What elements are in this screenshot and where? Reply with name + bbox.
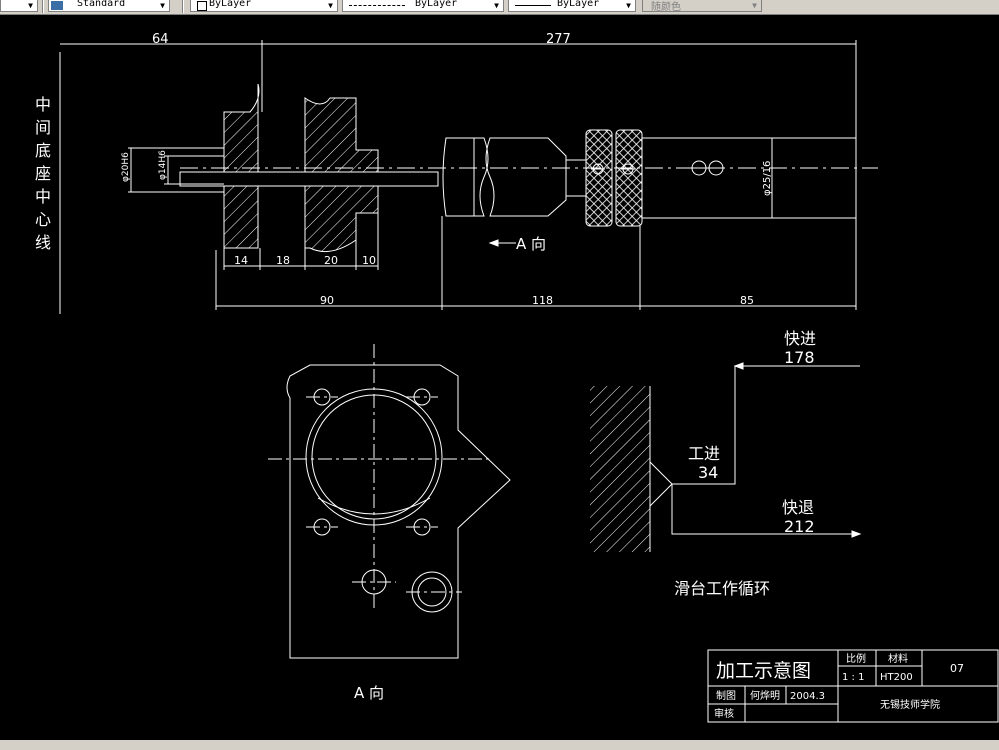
material-value: HT200 (880, 672, 913, 683)
work-value: 34 (698, 463, 718, 482)
textstyle-icon (51, 1, 63, 10)
properties-toolbar: ▼ Standard ▼ ByLayer ▼ ByLayer ▼ ByLayer… (0, 0, 999, 15)
fast-in-label: 快进 (784, 329, 816, 348)
dim-top-left: 64 (152, 32, 169, 47)
dim-bottom-2: 118 (532, 294, 553, 307)
scale-value: 1 : 1 (842, 672, 864, 683)
centerline-label-char: 中 (35, 187, 51, 206)
drawn-by: 何烨明 (750, 689, 780, 702)
a-view-centerlines (268, 344, 490, 610)
sheet-number: 07 (950, 662, 964, 675)
dimension-lines-small (223, 213, 379, 270)
tool-bar (179, 171, 439, 187)
chevron-down-icon: ▼ (160, 1, 165, 10)
dim-small-2: 18 (276, 254, 290, 267)
drawn-label: 制图 (716, 689, 736, 702)
chevron-down-icon: ▼ (752, 1, 757, 10)
linetype-sample-icon (349, 5, 405, 6)
view-arrow-label: A 向 (516, 235, 546, 253)
chevron-down-icon: ▼ (28, 1, 33, 10)
a-view-housing (286, 364, 511, 659)
cycle-path (649, 362, 862, 538)
dimension-lines-bottom (215, 216, 857, 310)
linetype-value: ByLayer (415, 0, 458, 9)
centerline-label-char: 底 (35, 141, 51, 160)
centerline-label-char: 座 (35, 164, 51, 183)
dim-bottom-1: 90 (320, 294, 334, 307)
dimension-lines-top (60, 40, 857, 138)
dim-small-4: 10 (362, 254, 376, 267)
toolbar-separator (182, 0, 184, 13)
workpiece-hatch (590, 386, 651, 552)
toolbar-separator (42, 0, 44, 13)
dim-top-right: 277 (546, 32, 571, 47)
view-arrow (488, 239, 516, 247)
centerline-label-char: 线 (35, 233, 51, 252)
dim-small-1: 14 (234, 254, 248, 267)
material-header: 材料 (888, 652, 908, 665)
cycle-caption: 滑台工作循环 (674, 579, 770, 598)
lineweight-dropdown[interactable]: ByLayer ▼ (508, 0, 636, 12)
fast-back-value: 212 (784, 517, 815, 536)
layer-dropdown[interactable]: ByLayer ▼ (190, 0, 338, 12)
fast-back-label: 快退 (782, 498, 814, 517)
school-name: 无锡技师学院 (880, 698, 940, 711)
status-bar (0, 740, 999, 750)
dim-d20: φ20H6 (121, 152, 131, 182)
dim-small-3: 20 (324, 254, 338, 267)
previous-dropdown[interactable]: ▼ (0, 0, 38, 12)
drawing-canvas[interactable]: 64 277 14 18 20 10 90 118 85 φ20H6 φ14H6… (0, 14, 999, 740)
plotstyle-value: 随颜色 (651, 2, 681, 12)
review-label: 审核 (714, 707, 734, 720)
dim-bottom-3: 85 (740, 294, 754, 307)
plotstyle-dropdown[interactable]: 随颜色 ▼ (642, 0, 762, 12)
spindle-holder (442, 129, 857, 227)
fast-in-value: 178 (784, 348, 815, 367)
lineweight-value: ByLayer (557, 0, 600, 9)
drawn-date: 2004.3 (790, 691, 825, 702)
textstyle-value: Standard (77, 0, 126, 9)
centerline-label-char: 间 (35, 118, 51, 137)
centerline-label-char: 中 (35, 95, 51, 114)
textstyle-dropdown[interactable]: Standard ▼ (48, 0, 170, 12)
layer-value: ByLayer (209, 0, 252, 9)
dim-d14: φ14H6 (158, 150, 168, 180)
color-swatch-icon (197, 1, 207, 11)
fixture-plate-left (223, 83, 260, 249)
work-label: 工进 (688, 444, 720, 463)
title-block-title: 加工示意图 (716, 660, 811, 682)
chevron-down-icon: ▼ (494, 1, 499, 10)
scale-header: 比例 (846, 652, 866, 665)
chevron-down-icon: ▼ (328, 1, 333, 10)
view-label: A 向 (354, 684, 384, 702)
title-block (707, 649, 999, 723)
linetype-dropdown[interactable]: ByLayer ▼ (342, 0, 504, 12)
chevron-down-icon: ▼ (626, 1, 631, 10)
centerline-label-char: 心 (35, 210, 51, 229)
lineweight-sample-icon (515, 5, 551, 6)
dim-d25: φ25/16 (762, 161, 773, 196)
diameter-dimensions (128, 138, 773, 218)
